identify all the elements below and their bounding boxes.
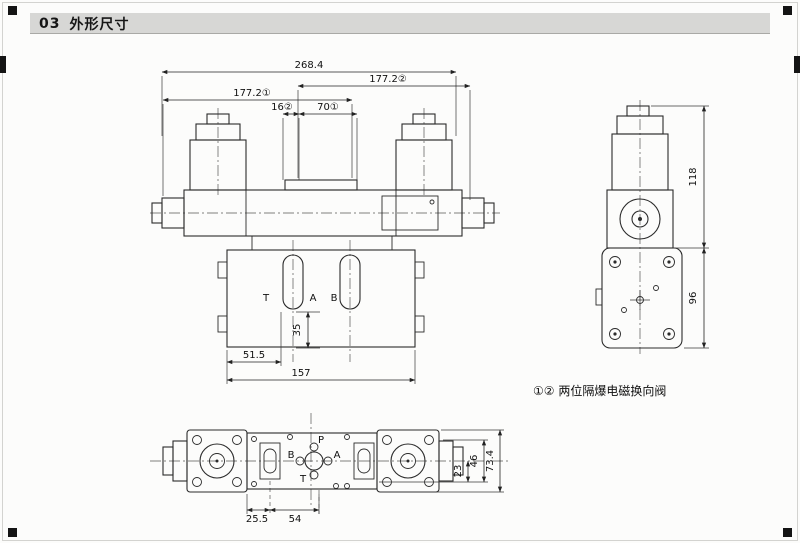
screw-dot: [613, 260, 617, 264]
small-hole: [344, 483, 350, 489]
small-hole: [287, 434, 293, 440]
manifold-tab: [217, 261, 228, 279]
dim-96: 96: [688, 292, 699, 305]
callout-note: ①② 两位隔爆电磁换向阀: [533, 383, 666, 398]
bolt-hole: [232, 477, 242, 487]
manifold-tab: [414, 261, 425, 279]
manifold-tab: [414, 315, 425, 333]
body-cross: [630, 290, 650, 310]
nameplate: [381, 195, 439, 231]
front-view: T A B 268.4 177.2② 177.2① 16② 70① 51.5 1…: [150, 60, 500, 384]
port-hole-a: [323, 456, 333, 466]
slot-frame: [259, 442, 281, 480]
extension-lines: [651, 105, 709, 349]
port-label-p: P: [318, 435, 324, 446]
body-feature: [621, 307, 627, 313]
center-block: [284, 179, 358, 191]
reference-dashes: [269, 481, 320, 514]
corner-screw: [663, 328, 675, 340]
port-hole-t: [309, 470, 319, 480]
corner-screw: [663, 256, 675, 268]
dim-70: 70①: [317, 102, 339, 113]
bolt-hole: [232, 435, 242, 445]
right-tube-circle: [390, 443, 426, 479]
small-hole: [333, 483, 339, 489]
center-lines: [150, 108, 500, 362]
right-end-cap: [483, 202, 495, 224]
port-label-t: T: [262, 293, 270, 304]
extension-lines: [246, 429, 504, 514]
center-lines: [150, 413, 510, 507]
boss-circle-outer: [619, 198, 661, 240]
bolt-hole: [382, 435, 392, 445]
slot-frame: [353, 442, 375, 480]
dim-54: 54: [289, 514, 302, 525]
screw-dot: [667, 260, 671, 264]
side-view: 118 96: [595, 100, 709, 354]
boss-center-dot: [638, 217, 642, 221]
crop-mark: [8, 528, 17, 537]
right-cable-gland: [412, 113, 436, 125]
slot: [357, 448, 371, 474]
right-tube-inner: [400, 453, 416, 469]
dim-73-4: 73.4: [485, 450, 496, 472]
small-hole: [251, 436, 257, 442]
center-dot: [406, 459, 410, 463]
corner-screw: [609, 256, 621, 268]
dim-16: 16②: [271, 102, 293, 113]
small-hole: [344, 434, 350, 440]
dim-177-right: 177.2②: [369, 74, 407, 85]
port-slot-b: [339, 254, 361, 310]
screw-dot: [613, 332, 617, 336]
port-slot-a: [282, 254, 304, 310]
dim-23: 23: [453, 465, 464, 478]
dim-177-left: 177.2①: [233, 88, 271, 99]
port-label-b: B: [288, 450, 295, 461]
bolt-hole: [424, 435, 434, 445]
crop-mark: [783, 528, 792, 537]
right-end-cap: [452, 446, 464, 476]
port-hole-b: [295, 456, 305, 466]
dim-51-5: 51.5: [243, 350, 265, 361]
left-tube-circle: [199, 443, 235, 479]
dim-118: 118: [688, 167, 699, 186]
center-dot: [215, 459, 219, 463]
port-hole-p: [309, 442, 319, 452]
section-header: 03 外形尺寸: [30, 13, 770, 34]
side-tab: [595, 288, 603, 306]
boss-circle-inner: [631, 210, 649, 228]
dim-25-5: 25.5: [246, 514, 268, 525]
port-circle-main: [304, 451, 324, 471]
edge-tab: [0, 56, 6, 73]
bottom-view: P A B T 23 46 73.4 25.5 54: [150, 413, 510, 525]
dim-35: 35: [292, 324, 303, 337]
cable-gland: [626, 105, 650, 117]
screw-dot: [667, 332, 671, 336]
section-number: 03: [39, 15, 61, 32]
slot: [263, 448, 277, 474]
nameplate-rivet: [429, 199, 435, 205]
port-label-a: A: [334, 450, 341, 461]
crop-mark: [8, 6, 17, 15]
dim-157: 157: [291, 368, 310, 379]
small-hole: [251, 481, 257, 487]
dim-46: 46: [469, 455, 480, 468]
left-cable-gland: [206, 113, 230, 125]
page-title: 外形尺寸: [69, 16, 130, 33]
bolt-hole: [192, 435, 202, 445]
corner-screw: [609, 328, 621, 340]
manifold-tab: [217, 315, 228, 333]
body-feature: [653, 285, 659, 291]
port-label-b: B: [331, 293, 338, 304]
port-label-t: T: [299, 474, 307, 485]
crop-mark: [783, 6, 792, 15]
housing-detail-lines: [245, 190, 397, 250]
left-tube-inner: [209, 453, 225, 469]
port-label-a: A: [310, 293, 317, 304]
manifold-block: [226, 249, 416, 348]
edge-tab: [794, 56, 800, 73]
bolt-hole: [192, 477, 202, 487]
dim-268: 268.4: [295, 60, 324, 71]
